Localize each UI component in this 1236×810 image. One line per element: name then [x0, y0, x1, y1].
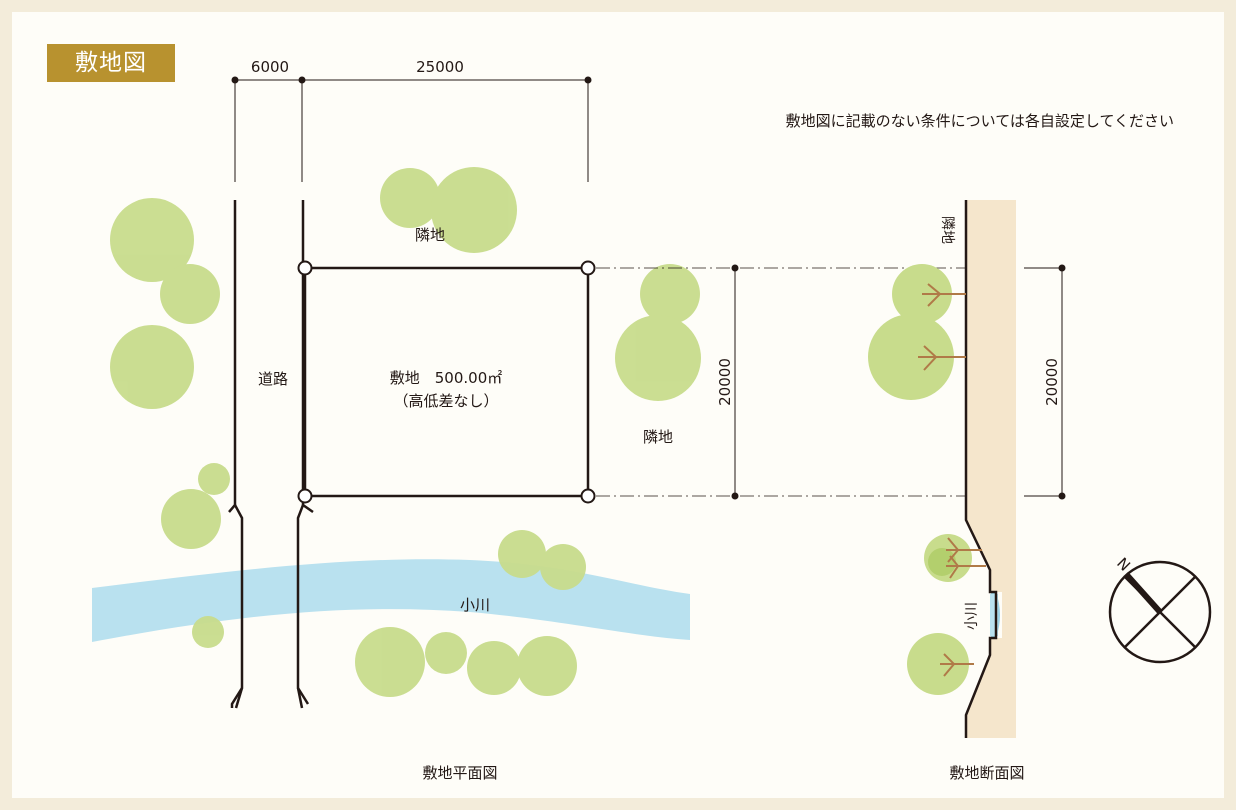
river-label-plan: 小川 [460, 596, 490, 614]
dim-node [731, 492, 739, 500]
tree [380, 168, 440, 228]
dim-node [731, 264, 739, 272]
dim-road-label: 6000 [251, 58, 289, 76]
tree [467, 641, 521, 695]
site-corner [580, 488, 596, 504]
tree [425, 632, 467, 674]
tree [498, 530, 546, 578]
note-text: 敷地図に記載のない条件については各自設定してください [786, 112, 1174, 130]
dim-node [231, 76, 239, 84]
dim-node [1058, 492, 1066, 500]
north-needle [1123, 571, 1163, 615]
site-boundary [303, 266, 590, 498]
river-label-section: 小川 [964, 602, 980, 630]
tree [517, 636, 577, 696]
tree [540, 544, 586, 590]
tree [110, 198, 194, 282]
dim-site-width-label: 25000 [416, 58, 464, 76]
tree [160, 264, 220, 324]
compass: N [1108, 554, 1212, 664]
tree [110, 325, 194, 409]
plan-caption: 敷地平面図 [422, 764, 497, 782]
trees-section [868, 264, 972, 695]
tree [198, 463, 230, 495]
road-edge-west [228, 200, 237, 513]
road-edges [228, 200, 314, 709]
site-corner [580, 260, 596, 276]
tree [192, 616, 224, 648]
tree [431, 167, 517, 253]
neighbor-north-label: 隣地 [415, 226, 445, 244]
trees-plan [110, 167, 701, 697]
river-water-section [990, 594, 998, 636]
dim-site-depth-label: 20000 [716, 358, 734, 406]
section-caption: 敷地断面図 [949, 764, 1024, 782]
site-sublabel: （高低差なし） [393, 392, 498, 410]
dimension-side-section [1024, 267, 1063, 497]
road-label: 道路 [258, 370, 288, 388]
drawing-sheet [12, 12, 1224, 798]
dim-node [298, 76, 306, 84]
projection-lines [596, 267, 967, 497]
tree [868, 314, 954, 400]
dimension-top [234, 79, 589, 182]
neighbor-section-label: 隣地 [939, 216, 955, 244]
tree [640, 264, 700, 324]
dim-section-depth-label: 20000 [1043, 358, 1061, 406]
tree [355, 627, 425, 697]
site-corner [297, 260, 313, 276]
ground-section [966, 200, 1016, 738]
tree [615, 315, 701, 401]
tree [161, 489, 221, 549]
neighbor-east-label: 隣地 [643, 428, 673, 446]
site-label: 敷地 500.00㎡ [390, 369, 503, 387]
tree-branches [918, 283, 986, 677]
dim-node [584, 76, 592, 84]
dim-node [1058, 264, 1066, 272]
site-corner [297, 488, 313, 504]
tree [907, 633, 969, 695]
tree-overlap [928, 548, 956, 576]
ground-line [964, 200, 998, 738]
header-tag: 敷地図 [47, 44, 175, 82]
